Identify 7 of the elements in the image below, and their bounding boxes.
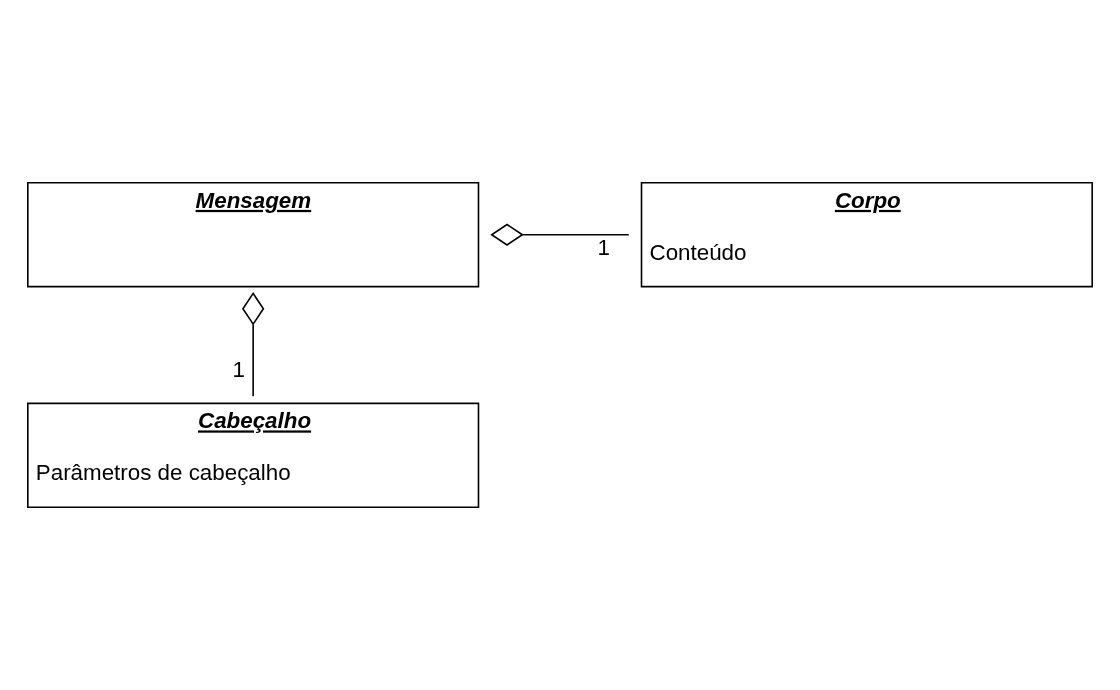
node-box: Cabeçalho Parâmetros de cabeçalho <box>27 402 480 508</box>
edge-label: 1 <box>597 235 611 261</box>
node-box: Mensagem <box>27 182 480 288</box>
edge-label: 1 <box>232 357 245 383</box>
connector <box>490 223 630 246</box>
node-box: Corpo Conteúdo <box>640 182 1093 288</box>
connector <box>241 292 265 397</box>
